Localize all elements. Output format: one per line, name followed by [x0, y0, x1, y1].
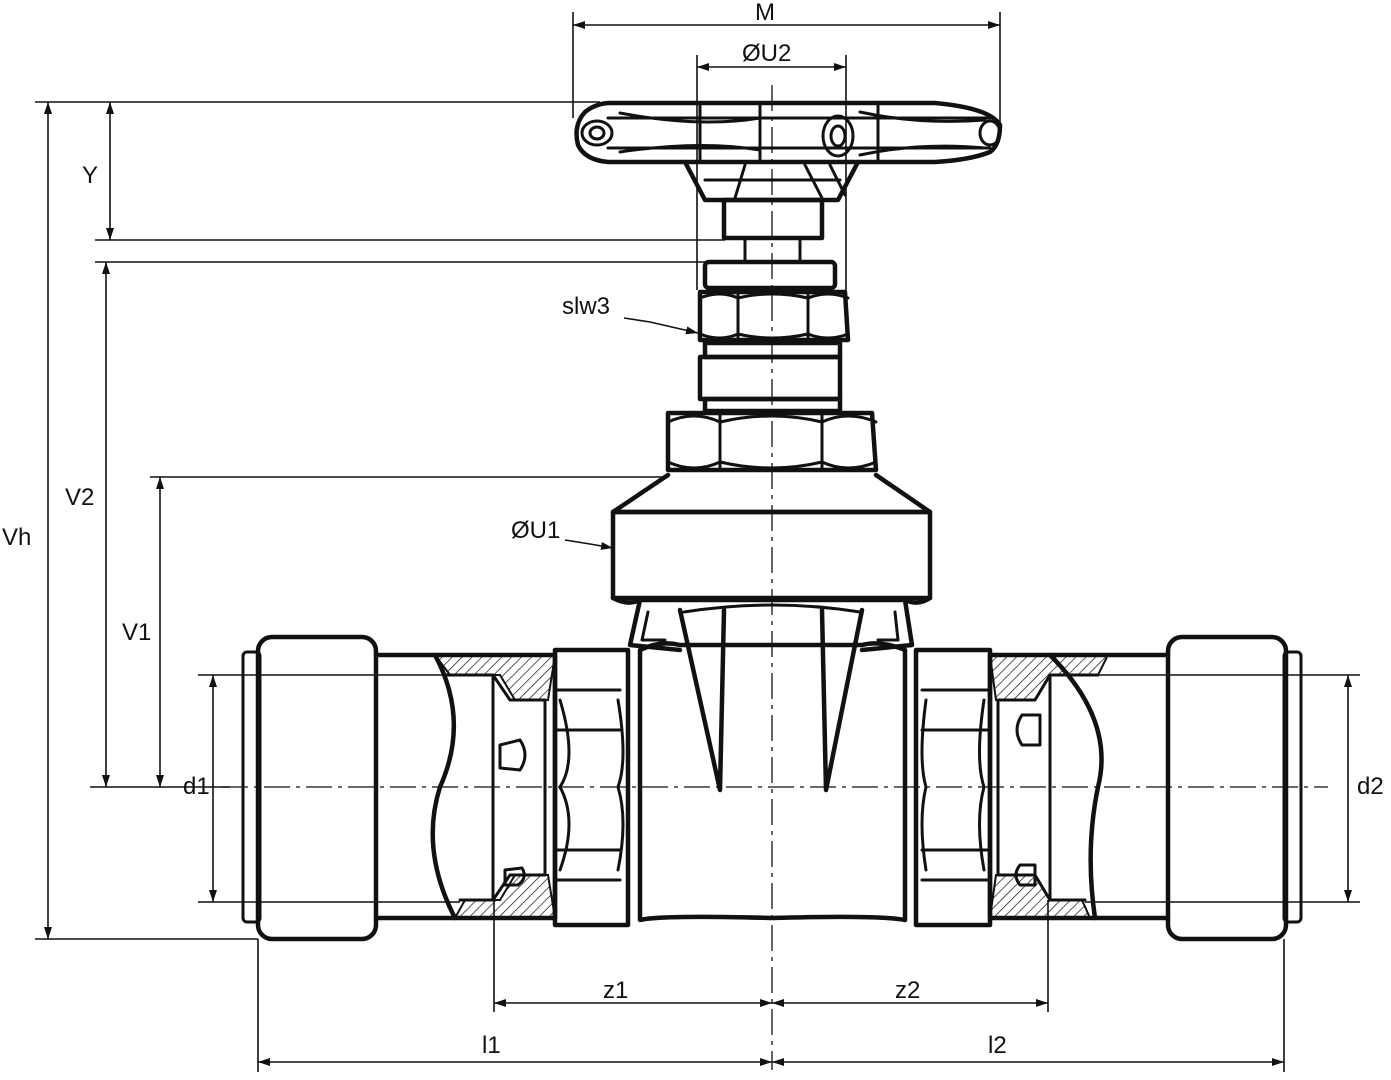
- label-V1: V1: [122, 619, 151, 646]
- label-l1: l1: [482, 1032, 501, 1059]
- label-Vh: Vh: [2, 524, 31, 551]
- label-M: M: [755, 0, 775, 26]
- center-lines: [222, 85, 1328, 1070]
- label-U1: ØU1: [511, 517, 560, 544]
- label-V2: V2: [65, 484, 94, 511]
- label-U2: ØU2: [742, 40, 791, 67]
- label-slw3: slw3: [562, 293, 610, 320]
- valve-body: [241, 597, 1303, 942]
- label-z1: z1: [603, 977, 628, 1004]
- dimension-labels: M ØU2 Y slw3 V2 Vh ØU1 V1 d1 d2 z1 z2 l1…: [2, 0, 1384, 1059]
- label-d2: d2: [1357, 773, 1384, 800]
- handwheel: [574, 100, 1003, 264]
- label-l2: l2: [988, 1032, 1007, 1059]
- bonnet-assembly: [610, 259, 933, 605]
- extension-lines: [35, 12, 1360, 1072]
- label-z2: z2: [895, 977, 920, 1004]
- label-Y: Y: [82, 162, 98, 189]
- dimension-lines: [44, 21, 1352, 1066]
- label-d1: d1: [183, 773, 210, 800]
